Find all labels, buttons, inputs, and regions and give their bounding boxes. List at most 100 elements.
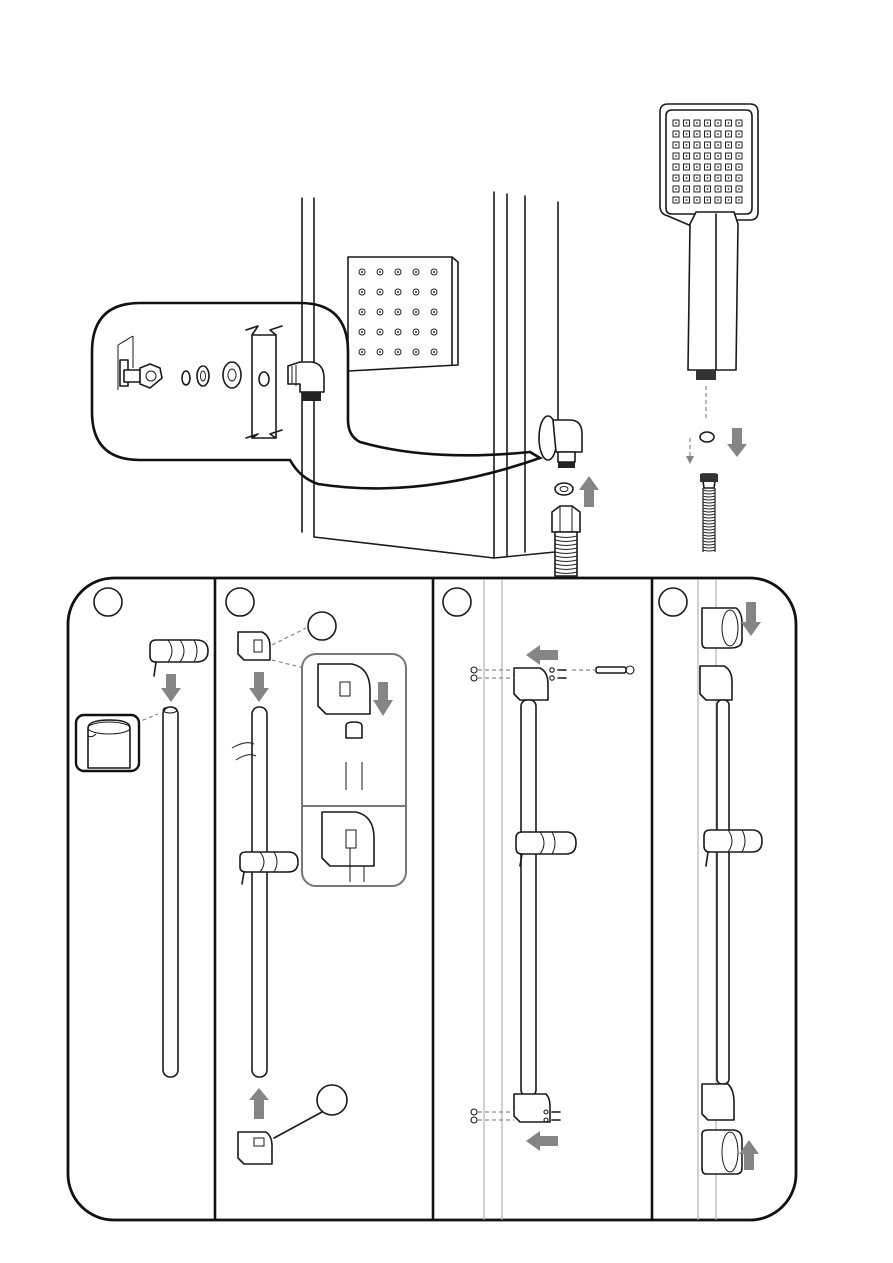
nozzle-center: [686, 155, 688, 157]
hose-ridge: [703, 541, 715, 542]
wall-plug-icon: [572, 666, 634, 674]
nozzle-center: [379, 291, 381, 293]
nozzle-center: [361, 271, 363, 273]
nozzle-center: [675, 166, 677, 168]
nozzle-center: [728, 122, 730, 124]
nozzle-center: [397, 311, 399, 313]
nozzle-center: [686, 177, 688, 179]
nozzle-center: [717, 199, 719, 201]
hose-icon: [552, 506, 580, 576]
nozzle-center: [433, 311, 435, 313]
bracket-detail-box: [302, 654, 406, 886]
nozzle-center: [696, 144, 698, 146]
hose-ridge: [703, 550, 715, 551]
hose-ridge: [703, 532, 715, 533]
nozzle-center: [707, 133, 709, 135]
nozzle-center: [397, 331, 399, 333]
end-cap-icon: [702, 608, 742, 648]
nozzle-center: [728, 155, 730, 157]
hose-ridge: [703, 490, 715, 491]
nozzle-center: [717, 122, 719, 124]
nozzle-center: [675, 199, 677, 201]
step-marker-1: [94, 588, 122, 616]
panel-3: [471, 580, 634, 1220]
nozzle-center: [728, 144, 730, 146]
nozzle-center: [707, 177, 709, 179]
nozzle-center: [696, 188, 698, 190]
nozzle-center: [397, 291, 399, 293]
arrow-icon: [579, 476, 599, 507]
bracket-icon: [238, 632, 270, 660]
nozzle-center: [675, 177, 677, 179]
nozzle-center: [433, 271, 435, 273]
nozzle-center: [717, 177, 719, 179]
nozzle-center: [397, 351, 399, 353]
detail-marker-a: [308, 612, 336, 640]
bracket-icon: [238, 1132, 272, 1164]
arrow-icon: [526, 1131, 558, 1151]
nozzle-center: [738, 155, 740, 157]
hand-shower-icon: [660, 104, 758, 380]
bracket-icon: [514, 1094, 550, 1122]
nozzle-center: [415, 331, 417, 333]
nozzle-center: [707, 199, 709, 201]
shower-panel: [302, 192, 558, 558]
hose-ridge: [703, 520, 715, 521]
washer-icon: [555, 483, 573, 495]
nozzle-center: [675, 122, 677, 124]
nozzle-center: [696, 155, 698, 157]
step-marker-2: [226, 588, 254, 616]
hose-ridge: [703, 517, 715, 518]
nozzle-center: [696, 199, 698, 201]
overhead-shower-icon: [348, 257, 458, 371]
panel-1: [76, 640, 208, 1077]
nozzle-center: [738, 188, 740, 190]
arrow-icon: [741, 602, 761, 636]
step-marker-3: [443, 588, 471, 616]
hose-ridge: [703, 547, 715, 548]
end-cap-icon: [702, 1130, 742, 1174]
hose-ridge: [703, 535, 715, 536]
bracket-icon: [700, 666, 732, 700]
arrow-icon: [686, 456, 694, 464]
nozzle-center: [379, 311, 381, 313]
nozzle-center: [738, 199, 740, 201]
arrow-icon: [526, 645, 558, 665]
nozzle-center: [707, 122, 709, 124]
hose-ridge: [703, 529, 715, 530]
bracket-icon: [702, 1084, 734, 1120]
nozzle-center: [415, 351, 417, 353]
nozzle-center: [686, 166, 688, 168]
hose-ridge: [703, 526, 715, 527]
nozzle-center: [707, 188, 709, 190]
hose-ridge: [703, 499, 715, 500]
nozzle-center: [379, 331, 381, 333]
nozzle-center: [728, 166, 730, 168]
slider-icon: [150, 640, 208, 676]
nozzle-center: [738, 166, 740, 168]
nozzle-center: [728, 133, 730, 135]
arrow-icon: [249, 1088, 269, 1119]
nozzle-center: [696, 177, 698, 179]
nozzle-center: [361, 291, 363, 293]
nozzle-center: [728, 199, 730, 201]
nozzle-center: [415, 291, 417, 293]
guide-line: [272, 628, 306, 645]
nozzle-center: [675, 133, 677, 135]
nozzle-center: [675, 144, 677, 146]
screw-icon: [550, 668, 566, 680]
tube-end-detail: [76, 715, 139, 771]
wall-elbow-icon: [539, 416, 582, 468]
nozzle-center: [696, 122, 698, 124]
hose-icon: [700, 474, 718, 552]
nozzle-center: [379, 351, 381, 353]
nozzle-center: [433, 291, 435, 293]
hose-ridge: [703, 496, 715, 497]
guide-line: [272, 660, 304, 668]
nozzle-center: [738, 133, 740, 135]
nozzle-center: [696, 133, 698, 135]
arrow-icon: [727, 428, 747, 457]
nozzle-center: [728, 177, 730, 179]
panel-4: [698, 580, 762, 1220]
